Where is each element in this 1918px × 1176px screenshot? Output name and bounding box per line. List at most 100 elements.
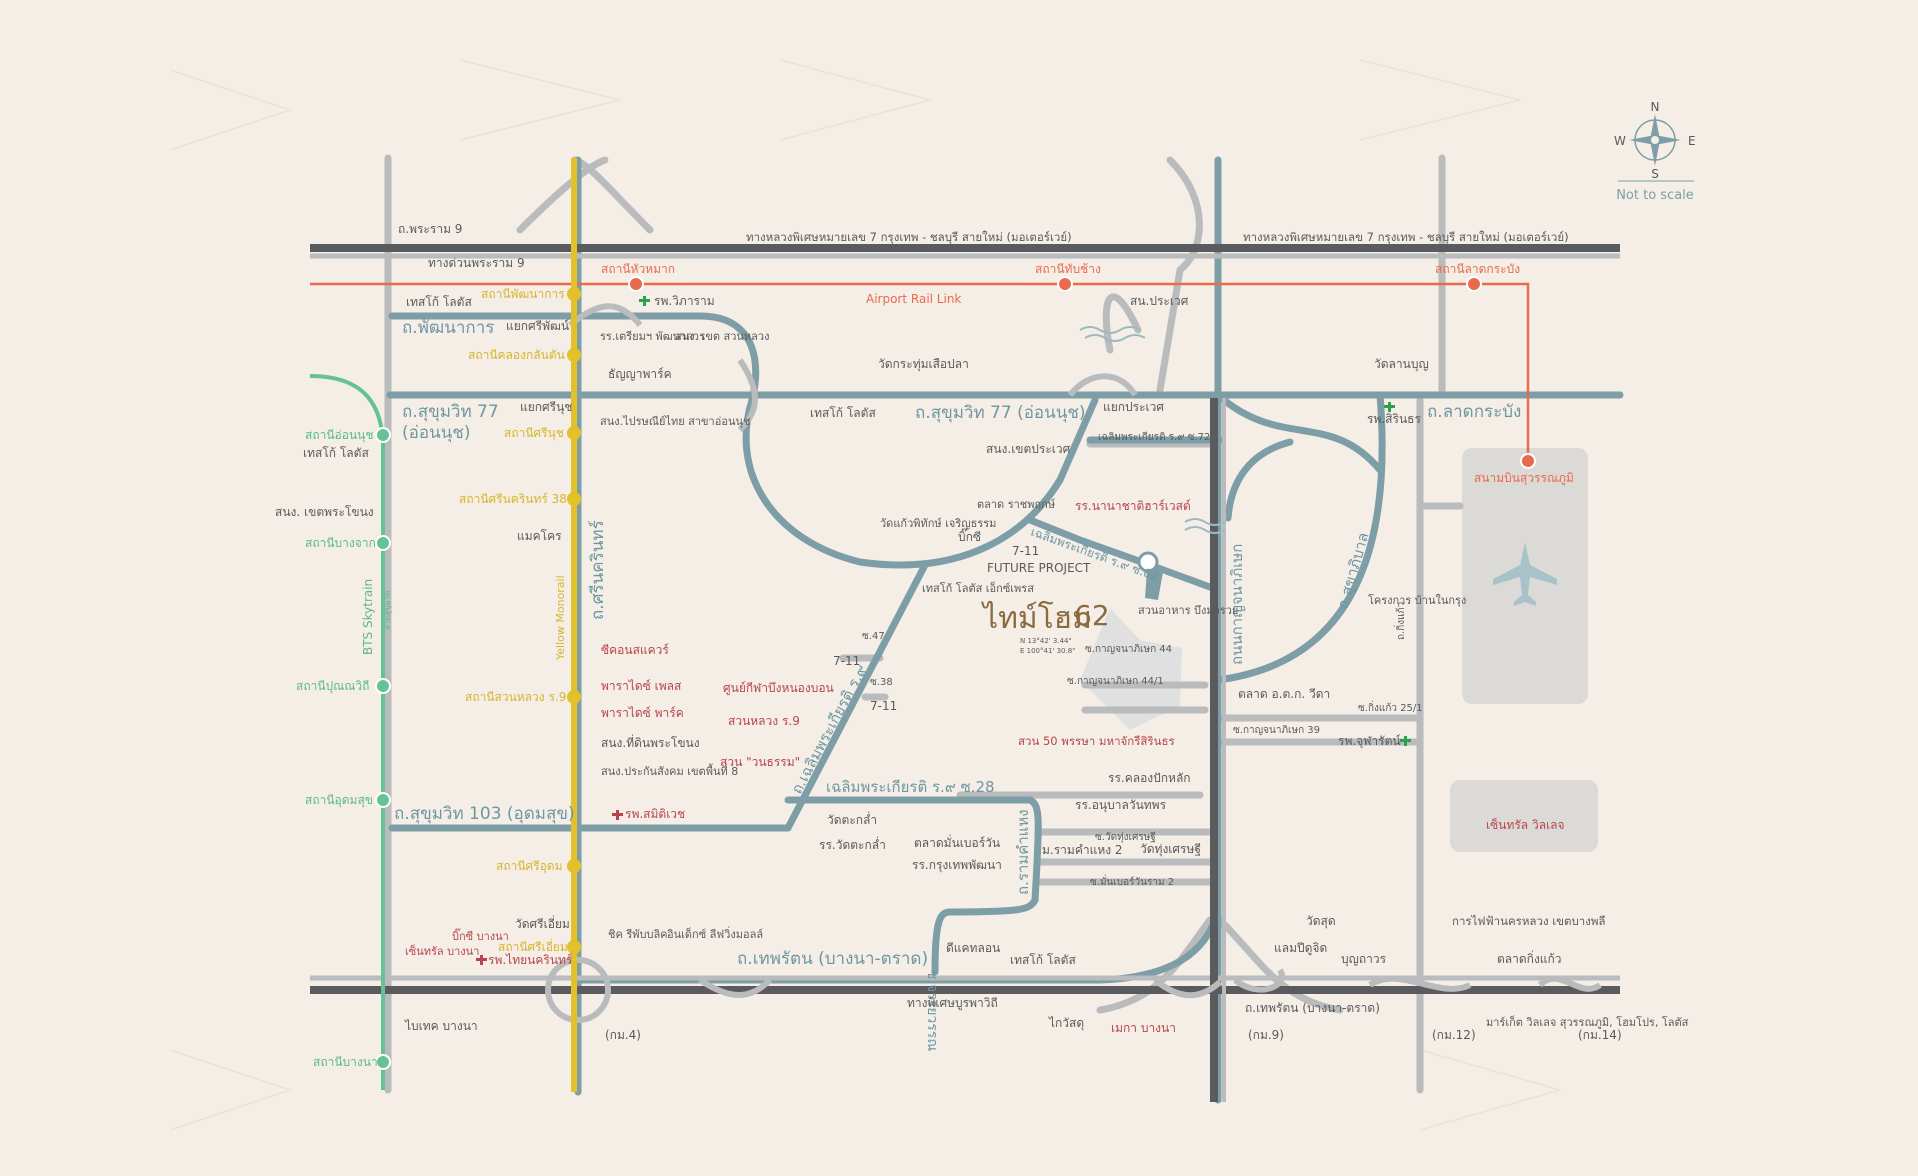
place-central-bangna: เซ็นทรัล บางนา bbox=[405, 944, 479, 958]
place-seven1: 7-11 bbox=[1012, 544, 1039, 558]
place-jutharat: รพ.จุฬารัตน์ bbox=[1338, 734, 1401, 749]
station-ban-thap-chang: สถานีทับช้าง bbox=[1035, 262, 1101, 276]
station-udom-suk: สถานีอุดมสุข bbox=[305, 793, 373, 808]
place-wat-lan-bun: วัดลานบุญ bbox=[1374, 357, 1429, 372]
dark-roads bbox=[310, 244, 1620, 1102]
place-rr-khlong: รร.คลองปักหลัก bbox=[1108, 771, 1191, 785]
place-thai-nakarin: รพ.ไทยนครินทร์ bbox=[488, 953, 573, 967]
station-bang-chak: สถานีบางจาก bbox=[305, 536, 376, 550]
place-bigc: บิ๊กซี bbox=[958, 528, 981, 544]
road-motorway-right: ทางหลวงพิเศษหมายเลข 7 กรุงเทพ - ชลบุรี ส… bbox=[1243, 230, 1569, 244]
station-srinakarin38: สถานีศรีนครินทร์ 38 bbox=[459, 492, 567, 506]
road-chaloem-62: เฉลิมพระเกียรติ ร.๙ ซ.62 bbox=[1029, 525, 1161, 584]
station-khlong-kalantan: สถานีคลองกลันตัน bbox=[468, 348, 565, 362]
place-pea: การไฟฟ้านครหลวง เขตบางพลี bbox=[1452, 914, 1605, 928]
compass-w: W bbox=[1614, 134, 1626, 148]
road-chaloem-28: เฉลิมพระเกียรติ ร.๙ ซ.28 bbox=[826, 778, 995, 796]
place-yaek-prawet: แยกประเวศ bbox=[1103, 400, 1164, 414]
road-expressway-rama9: ทางด่วนพระราม 9 bbox=[428, 256, 525, 270]
place-rr-krungthep: รร.กรุงเทพพัฒนา bbox=[912, 858, 1002, 873]
label-airport-rail-link: Airport Rail Link bbox=[866, 292, 961, 306]
place-samitivej: รพ.สมิติเวช bbox=[625, 807, 685, 821]
place-suan-ahan: สวนอาหาร บึงมารวย bbox=[1138, 604, 1238, 617]
place-central-village: เซ็นทรัล วิลเลจ bbox=[1486, 817, 1565, 832]
place-seacon: ซีคอนสแควร์ bbox=[601, 643, 669, 657]
place-dee-kaen: ดีแคทลอน bbox=[946, 941, 1000, 955]
place-lam-pi: แลมปีดูจิด bbox=[1274, 941, 1327, 956]
station-lat-krabang: สถานีลาดกระบัง bbox=[1435, 262, 1520, 276]
place-makro: แมคโคร bbox=[517, 529, 562, 543]
road-km4: (กม.4) bbox=[605, 1028, 641, 1042]
not-to-scale: Not to scale bbox=[1616, 188, 1694, 203]
label-monorail: Yellow Monorail bbox=[554, 575, 567, 661]
place-market-village: มาร์เก็ต วิลเลจ สุวรรณภูมิ, โฮมโปร, โลตั… bbox=[1486, 1015, 1689, 1029]
station-si-nut: สถานีศรีนุช bbox=[504, 426, 564, 441]
place-rr-wat-takhla: รร.วัดตะกล่ำ bbox=[819, 836, 886, 852]
interchanges bbox=[545, 303, 1602, 1023]
place-triam-udom: รร.เตรียมฯ พัฒนาการ bbox=[600, 330, 705, 343]
station-bang-na: สถานีบางนา bbox=[313, 1055, 378, 1069]
project-area bbox=[1080, 608, 1182, 730]
road-sukhumvit77-mid: ถ.สุขุมวิท 77 (อ่อนนุช) bbox=[915, 403, 1086, 423]
airplane-icon bbox=[1493, 543, 1557, 606]
compass-icon bbox=[1629, 114, 1681, 166]
project-pin-icon bbox=[1137, 551, 1163, 600]
place-future-project: FUTURE PROJECT bbox=[987, 561, 1091, 575]
project-lat: N 13°42' 3.44" bbox=[1020, 637, 1072, 645]
place-wat-kaew: วัดแก้วพิทักษ์ เจริญธรรม bbox=[880, 517, 996, 530]
bts-line bbox=[309, 374, 385, 1090]
arl-stations bbox=[628, 276, 1536, 469]
hospital-icon-red bbox=[476, 810, 623, 965]
road-chaloem-72: เฉลิมพระเกียรติ ร.๙ ซ.72 bbox=[1098, 431, 1210, 443]
place-vibharam: รพ.วิภาราม bbox=[654, 294, 715, 308]
place-labels: เทสโก้ โลตัส แยกศรีพัฒน์ รพ.วิภาราม รร.เ… bbox=[275, 294, 1689, 1035]
road-chanthrawon: ซ.จรรยวรรณ bbox=[924, 970, 940, 1051]
label-bts: BTS Skytrain bbox=[361, 579, 375, 655]
place-lotus-phatthanakan: เทสโก้ โลตัส bbox=[406, 295, 472, 309]
label-bts-line: สายสุขุมวิท bbox=[383, 591, 392, 630]
compass-n: N bbox=[1651, 100, 1660, 114]
road-sukhumvit103: ถ.สุขุมวิท 103 (อุดมสุข) bbox=[394, 804, 575, 824]
background-pattern bbox=[169, 59, 1563, 1131]
place-social-sec: สนง.ประกันสังคม เขตพื้นที่ 8 bbox=[601, 763, 738, 778]
place-talat-nuan: ตลาดมั่นเบอร์วัน bbox=[914, 834, 1000, 850]
station-punnawithi: สถานีปุณณวิถี bbox=[296, 679, 369, 694]
place-khok-kham: โครงการ บ้านในกรุง bbox=[1368, 593, 1466, 607]
place-wanasom: สวน "วนธรรม" bbox=[720, 755, 800, 769]
place-thanya-park: ธัญญาพาร์ค bbox=[608, 367, 672, 381]
road-sukhumvit77-left2: (อ่อนนุช) bbox=[402, 423, 470, 443]
road-lat-krabang: ถ.ลาดกระบัง bbox=[1427, 402, 1521, 422]
road-km9: (กม.9) bbox=[1248, 1028, 1284, 1042]
station-phatthanakan: สถานีพัฒนาการ bbox=[481, 287, 565, 301]
road-burapha-withi: ทางพิเศษบูรพาวิถี bbox=[907, 996, 998, 1011]
project-name: ไทม์โฮม bbox=[981, 600, 1092, 636]
station-on-nut: สถานีอ่อนนุช bbox=[305, 428, 374, 443]
station-si-udom: สถานีศรีอุดม bbox=[496, 859, 563, 874]
place-seven2: 7-11 bbox=[833, 654, 860, 668]
place-kaewsud: ไกวัสดุ bbox=[1048, 1016, 1084, 1031]
place-wat-takhla: วัดตะกล่ำ bbox=[827, 811, 877, 827]
hospital-icon bbox=[639, 296, 1411, 746]
place-sirin-hosp: รพ.สิรินธร bbox=[1367, 412, 1421, 426]
airport-rail-link-line bbox=[310, 282, 1530, 460]
road-rama9: ถ.พระราม 9 bbox=[398, 222, 462, 236]
road-thepharat-right: ถ.เทพรัตน (บางนา-ตราด) bbox=[1245, 1001, 1380, 1015]
place-district-suan-luang: สนง. เขต สวนหลวง bbox=[675, 330, 769, 343]
compass-e: E bbox=[1688, 134, 1696, 148]
place-district-prawet: สนง.เขตประเวศ bbox=[986, 442, 1071, 456]
place-district-phra-khanong: สนง. เขตพระโขนง bbox=[275, 505, 374, 519]
place-rr-anuban: รร.อนุบาลวันทพร bbox=[1075, 798, 1167, 813]
place-wat-krathum: วัดกระทุ่มเสือปลา bbox=[878, 357, 969, 372]
road-wat-thung-soi: ซ.วัดทุ่งเศรษฐี bbox=[1095, 831, 1156, 843]
project-number: 62 bbox=[1074, 599, 1110, 632]
road-kanchana-44-1: ซ.กาญจนาภิเษก 44/1 bbox=[1067, 676, 1164, 687]
place-wat-si-iam: วัดศรีเอี่ยม bbox=[515, 915, 570, 931]
place-talat-ochido: ตลาด อ.ต.ก. วีดา bbox=[1238, 687, 1330, 701]
project-logo: ไทม์โฮม 62 N 13°42' 3.44" E 100°41' 30.8… bbox=[981, 599, 1110, 655]
road-kanchana-39: ซ.กาญจนาภิเษก 39 bbox=[1233, 725, 1320, 736]
place-talat-rat: ตลาด ราชพฤกษ์ bbox=[977, 498, 1055, 511]
road-km12: (กม.12) bbox=[1432, 1028, 1476, 1042]
water-icon bbox=[1079, 326, 1226, 534]
road-sukhumvit77-left1: ถ.สุขุมวิท 77 bbox=[402, 402, 499, 422]
place-sonbon-prawet: สน.ประเวศ bbox=[1130, 294, 1189, 308]
